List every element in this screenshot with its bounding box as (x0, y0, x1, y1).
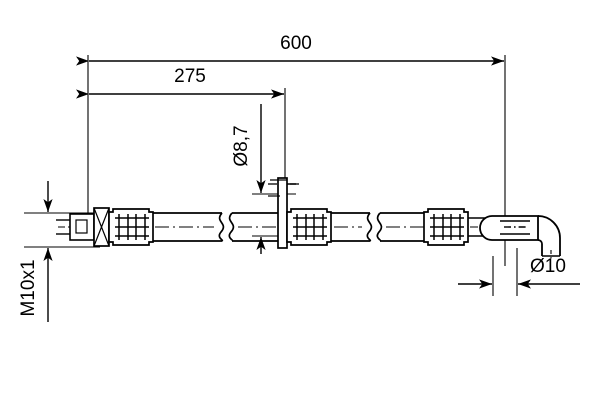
dimension-label-600: 600 (280, 33, 312, 54)
dimension-end-diameter: Ø10 (458, 248, 580, 296)
dimension-label-diameter-10: Ø10 (530, 256, 566, 277)
hose-segment-2 (331, 212, 370, 242)
dimension-thread-m10x1: M10x1 (18, 181, 100, 322)
break-symbol-2 (366, 212, 383, 242)
left-banjo-fitting (56, 213, 95, 241)
hose-segment-1 (153, 212, 222, 242)
right-elbow-fitting (479, 215, 561, 260)
mid-crimp-ferrule (286, 208, 332, 246)
dimension-bracket-distance: 275 (76, 66, 286, 180)
dimension-label-diameter-8-7: Ø8,7 (231, 125, 252, 166)
left-crimp-ferrule (108, 208, 154, 246)
dimension-label-m10x1: M10x1 (18, 259, 39, 316)
break-symbol-1 (218, 212, 235, 242)
dimension-overall-length: 600 (76, 33, 506, 266)
brake-hose-assembly (56, 177, 561, 260)
hose-segment-2b (380, 212, 424, 242)
dimension-label-275: 275 (174, 66, 206, 87)
hose-segment-1b (232, 212, 278, 242)
right-crimp-ferrule (423, 208, 469, 246)
left-hex-nut (93, 207, 110, 247)
